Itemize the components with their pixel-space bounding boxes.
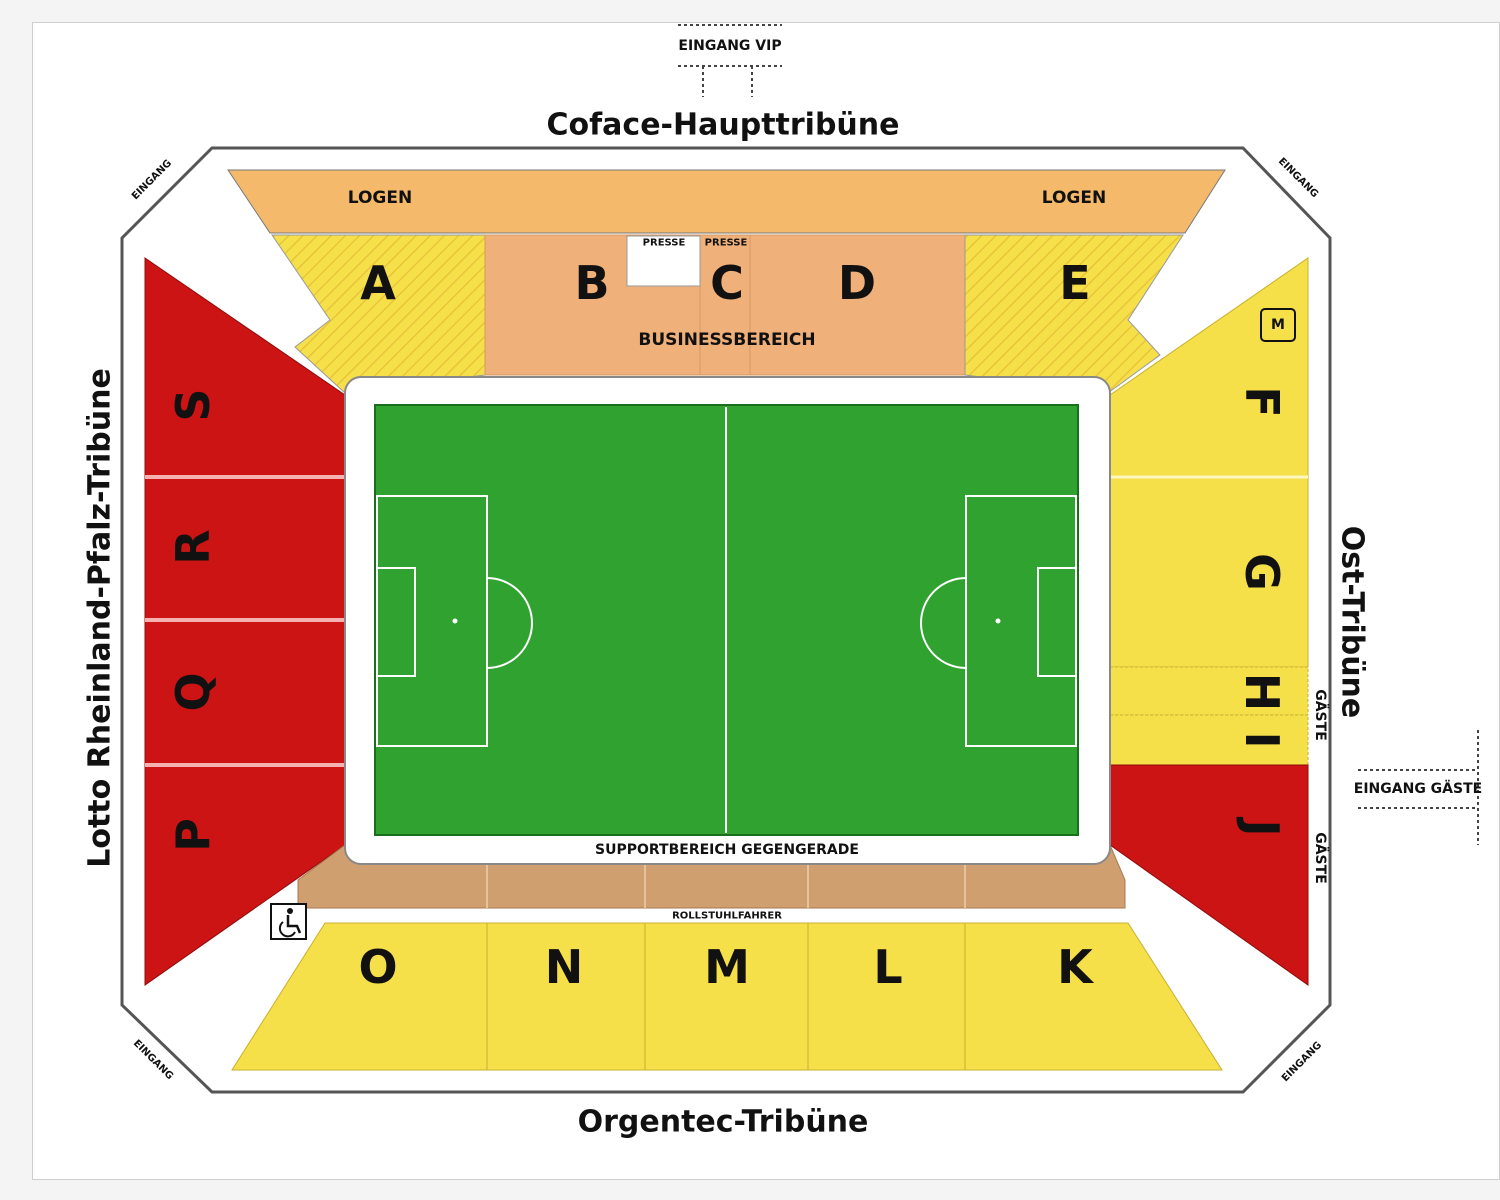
wheelchair-icon: [270, 903, 307, 940]
label-section-c: C: [710, 256, 744, 310]
label-presse-1: PRESSE: [643, 238, 686, 249]
label-section-q: Q: [166, 672, 220, 711]
label-section-a: A: [360, 256, 396, 310]
stand-title-west: Lotto Rheinland-Pfalz-Tribüne: [83, 368, 118, 868]
entrance-vip[interactable]: EINGANG VIP: [678, 24, 782, 97]
label-gaeste-j: GÄSTE: [1312, 832, 1329, 884]
label-entrance-vip: EINGANG VIP: [678, 38, 781, 54]
svg-text:M: M: [1271, 317, 1285, 333]
label-section-k: K: [1057, 940, 1095, 994]
label-section-n: N: [545, 940, 584, 994]
label-section-r: R: [166, 529, 220, 564]
entrance-guests[interactable]: EINGANG GÄSTE: [1354, 730, 1482, 845]
label-gaeste-hi: GÄSTE: [1312, 689, 1329, 741]
stand-title-east: Ost-Tribüne: [1335, 526, 1370, 719]
label-businessbereich: BUSINESSBEREICH: [638, 330, 815, 350]
stand-title-south: Orgentec-Tribüne: [578, 1105, 869, 1140]
label-entrance-guests: EINGANG GÄSTE: [1354, 780, 1482, 797]
label-section-g: G: [1235, 553, 1289, 591]
label-section-e: E: [1059, 256, 1090, 310]
label-logen-right: LOGEN: [1042, 188, 1106, 208]
label-section-i: I: [1235, 731, 1289, 748]
label-supportbereich: SUPPORTBEREICH GEGENGERADE: [595, 842, 859, 858]
label-logen-left: LOGEN: [348, 188, 412, 208]
label-section-d: D: [838, 256, 876, 310]
label-section-m: M: [704, 940, 750, 994]
section-e[interactable]: [964, 234, 1184, 394]
section-i[interactable]: [1109, 714, 1309, 766]
label-section-p: P: [166, 818, 220, 852]
label-section-l: L: [873, 940, 902, 994]
label-section-h: H: [1235, 673, 1289, 712]
football-pitch: [374, 404, 1079, 836]
label-section-b: B: [574, 256, 609, 310]
logen-band[interactable]: [227, 169, 1226, 234]
section-g[interactable]: [1109, 476, 1309, 668]
section-k[interactable]: [964, 922, 1223, 1071]
section-h[interactable]: [1109, 666, 1309, 716]
section-l[interactable]: [807, 922, 966, 1071]
label-section-s: S: [166, 388, 220, 421]
label-section-j: J: [1235, 816, 1289, 836]
label-section-o: O: [358, 940, 397, 994]
section-n[interactable]: [486, 922, 646, 1071]
section-m[interactable]: [644, 922, 809, 1071]
label-section-f: F: [1235, 386, 1289, 417]
label-presse-2: PRESSE: [705, 238, 748, 249]
label-rollstuhlfahrer: ROLLSTUHLFAHRER: [672, 911, 782, 922]
press-box: [626, 235, 701, 287]
metro-icon: M: [1260, 308, 1296, 342]
stand-title-main: Coface-Haupttribüne: [547, 108, 900, 143]
